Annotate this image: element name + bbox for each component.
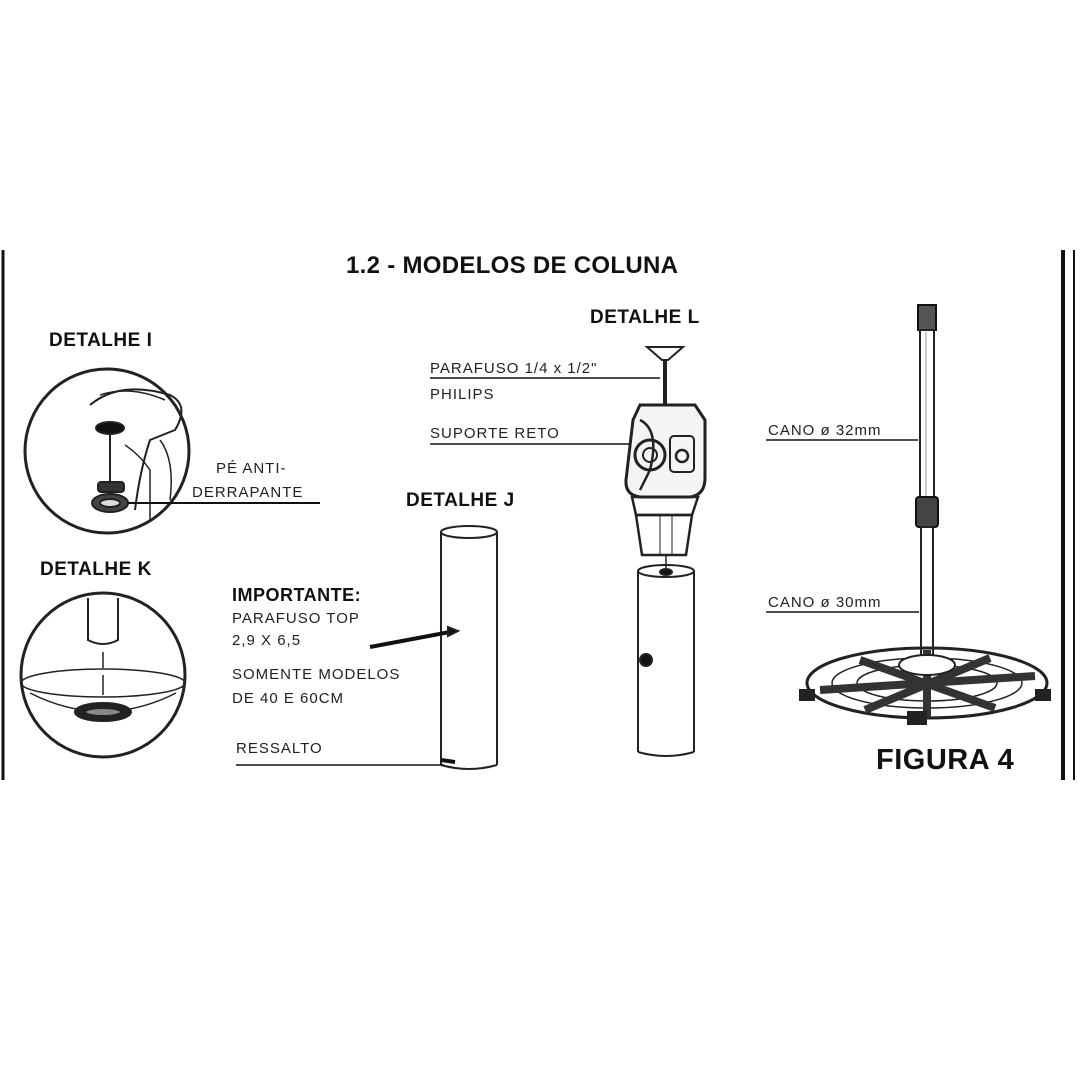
section-title: 1.2 - MODELOS DE COLUNA bbox=[346, 252, 679, 279]
detail-j-drawing bbox=[236, 525, 498, 770]
figure-caption: FIGURA 4 bbox=[876, 744, 1015, 776]
parafuso-top-label-line2: 2,9 X 6,5 bbox=[232, 632, 302, 649]
detail-l-heading: DETALHE L bbox=[590, 307, 700, 328]
importante-heading: IMPORTANTE: bbox=[232, 585, 362, 605]
pe-anti-label-line1: PÉ ANTI- bbox=[216, 460, 287, 477]
parafuso-philips-label-line1: PARAFUSO 1/4 x 1/2" bbox=[430, 360, 598, 377]
somente-modelos-label-line2: DE 40 E 60CM bbox=[232, 690, 345, 707]
column-stand-drawing bbox=[766, 304, 1051, 725]
detail-k-drawing bbox=[19, 591, 187, 759]
parafuso-top-label-line1: PARAFUSO TOP bbox=[232, 610, 360, 627]
detail-l-drawing bbox=[430, 346, 707, 757]
detail-i-heading: DETALHE I bbox=[49, 330, 153, 351]
detail-k-heading: DETALHE K bbox=[40, 559, 152, 580]
cano-32-label: CANO ø 32mm bbox=[768, 422, 882, 439]
pe-anti-label-line2: DERRAPANTE bbox=[192, 484, 304, 501]
detail-i-drawing bbox=[23, 367, 320, 535]
frame-lines bbox=[1, 250, 1075, 780]
cano-30-label: CANO ø 30mm bbox=[768, 594, 882, 611]
parafuso-philips-label-line2: PHILIPS bbox=[430, 386, 495, 403]
somente-modelos-label-line1: SOMENTE MODELOS bbox=[232, 666, 401, 683]
ressalto-label: RESSALTO bbox=[236, 740, 323, 757]
suporte-reto-label: SUPORTE RETO bbox=[430, 425, 560, 442]
detail-j-heading: DETALHE J bbox=[406, 490, 515, 511]
